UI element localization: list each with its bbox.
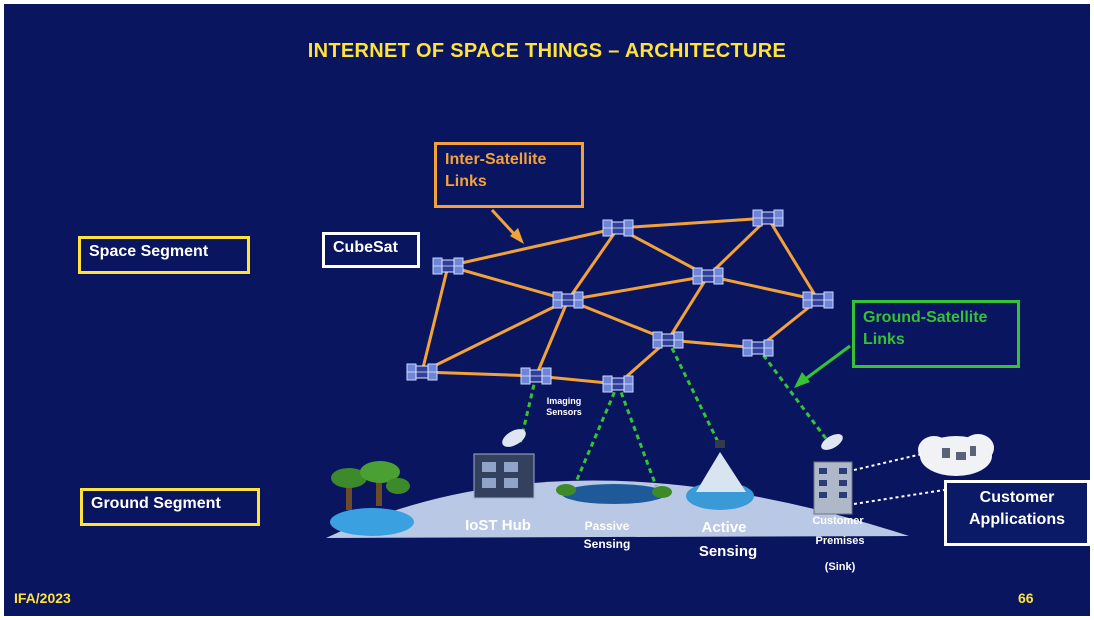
customer-applications-line2: Applications xyxy=(968,511,1065,528)
iost-hub-label: IoST Hub xyxy=(465,517,531,534)
ground-dome xyxy=(326,480,909,538)
ground-satellite-links-callout: Ground-Satellite Links xyxy=(852,300,1020,368)
customer-applications-line1: Customer xyxy=(979,489,1055,506)
cubesat-text: CubeSat xyxy=(333,239,398,256)
customer-applications-callout: Customer Applications xyxy=(944,480,1090,546)
ground-satellite-line2: Links xyxy=(863,331,905,348)
inter-satellite-line2: Links xyxy=(445,173,487,190)
iost-hub-icon xyxy=(473,429,535,499)
slide: INTERNET OF SPACE THINGS – ARCHITECTURE xyxy=(4,4,1090,616)
imaging-sensors-label: Imaging xyxy=(547,396,582,406)
inter-satellite-links-callout: Inter-Satellite Links xyxy=(434,142,584,208)
architecture-diagram: Imaging Sensors IoST Hub Passive Sensing… xyxy=(326,208,994,573)
ground-satellite-line1: Ground-Satellite xyxy=(863,309,988,326)
active-sensing-label: Active xyxy=(701,519,746,536)
lake-icon xyxy=(556,484,672,504)
customer-premises-label: (Sink) xyxy=(825,561,856,573)
cubesat-callout: CubeSat xyxy=(322,232,420,268)
inter-satellite-line1: Inter-Satellite xyxy=(445,151,547,168)
footer-page-number: 66 xyxy=(1018,590,1034,606)
customer-premises-label: Customer xyxy=(812,515,864,527)
slide-title: INTERNET OF SPACE THINGS – ARCHITECTURE xyxy=(307,40,787,62)
farm-icon xyxy=(330,461,414,536)
active-sensing-label: Sensing xyxy=(699,543,757,560)
customer-premises-icon xyxy=(813,434,853,515)
ground-segment-text: Ground Segment xyxy=(91,495,221,512)
passive-sensing-label: Passive xyxy=(585,519,630,533)
imaging-sensors-label: Sensors xyxy=(546,407,582,417)
space-segment-label: Space Segment xyxy=(78,236,250,274)
customer-premises-label: Premises xyxy=(816,535,865,547)
inter-satellite-links xyxy=(420,216,820,386)
cloud-icon xyxy=(918,434,994,476)
ground-segment-label: Ground Segment xyxy=(80,488,260,526)
mountain-icon xyxy=(686,440,754,510)
passive-sensing-label: Sensing xyxy=(584,537,631,551)
space-segment-text: Space Segment xyxy=(89,243,209,260)
ground-satellite-arrow xyxy=(794,344,851,388)
footer-conference: IFA/2023 xyxy=(14,590,71,606)
inter-satellite-arrow xyxy=(490,208,524,244)
